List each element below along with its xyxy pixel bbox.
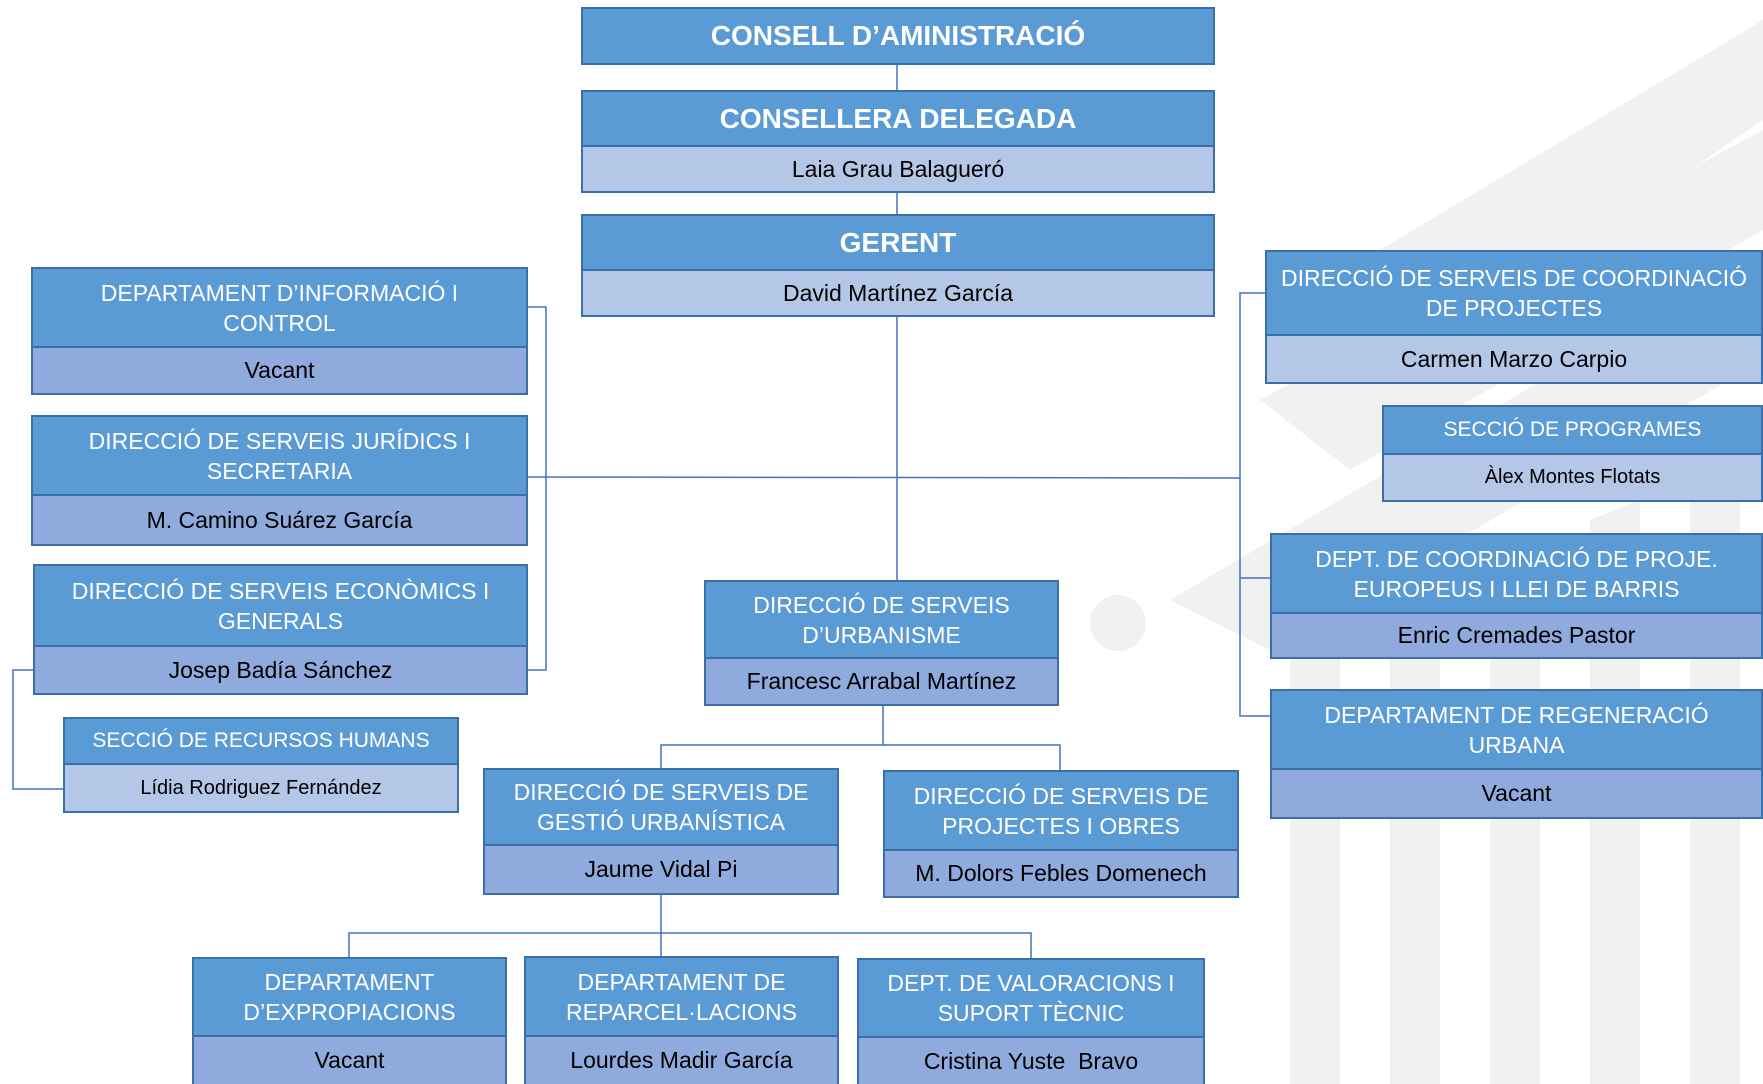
node-person: Vacant	[31, 348, 528, 395]
node-dir-urbanisme: DIRECCIÓ DE SERVEIS D’URBANISME Francesc…	[704, 580, 1059, 706]
node-title: DEPT. DE COORDINACIÓ DE PROJE. EUROPEUS …	[1270, 533, 1763, 614]
node-consell: CONSELL D’AMINISTRACIÓ	[581, 7, 1215, 65]
node-title: SECCIÓ DE PROGRAMES	[1382, 405, 1763, 455]
node-person: Lourdes Madir García	[524, 1037, 839, 1084]
connector-left-bracket	[527, 306, 547, 671]
node-person: David Martínez García	[581, 271, 1215, 317]
node-gerent: GERENT David Martínez García	[581, 214, 1215, 317]
node-person: Josep Badía Sánchez	[33, 647, 528, 695]
node-title: DIRECCIÓ DE SERVEIS D’URBANISME	[704, 580, 1059, 659]
node-dir-gestio: DIRECCIÓ DE SERVEIS DE GESTIÓ URBANÍSTIC…	[483, 768, 839, 895]
connector-gestio-split	[348, 895, 662, 957]
node-title: DIRECCIÓ DE SERVEIS DE PROJECTES I OBRES	[883, 770, 1239, 851]
node-dir-economics: DIRECCIÓ DE SERVEIS ECONÒMICS I GENERALS…	[33, 564, 528, 695]
node-person: Carmen Marzo Carpio	[1265, 336, 1763, 384]
node-person: Vacant	[1270, 770, 1763, 819]
node-seccio-programes: SECCIÓ DE PROGRAMES Àlex Montes Flotats	[1382, 405, 1763, 502]
node-title: DEPT. DE VALORACIONS I SUPORT TÈCNIC	[857, 958, 1205, 1038]
node-title: SECCIÓ DE RECURSOS HUMANS	[63, 717, 459, 765]
node-person: M. Camino Suárez García	[31, 496, 528, 546]
node-person: Francesc Arrabal Martínez	[704, 659, 1059, 706]
connector-horizontal-main	[526, 476, 1241, 479]
node-dir-projectes-obres: DIRECCIÓ DE SERVEIS DE PROJECTES I OBRES…	[883, 770, 1239, 898]
node-dir-coordinacio: DIRECCIÓ DE SERVEIS DE COORDINACIÓ DE PR…	[1265, 250, 1763, 384]
connector-urbanisme-split	[660, 706, 884, 770]
node-title: DEPARTAMENT DE REPARCEL·LACIONS	[524, 956, 839, 1037]
node-person: Lídia Rodriguez Fernández	[63, 765, 459, 813]
node-dept-valoracions: DEPT. DE VALORACIONS I SUPORT TÈCNIC Cri…	[857, 958, 1205, 1084]
node-dept-informacio: DEPARTAMENT D’INFORMACIÓ I CONTROL Vacan…	[31, 267, 528, 395]
node-dir-juridics: DIRECCIÓ DE SERVEIS JURÍDICS I SECRETARI…	[31, 415, 528, 546]
node-person: M. Dolors Febles Domenech	[883, 851, 1239, 898]
node-title: CONSELLERA DELEGADA	[581, 90, 1215, 147]
node-title: DIRECCIÓ DE SERVEIS JURÍDICS I SECRETARI…	[31, 415, 528, 496]
connector-gestio-valoracions	[661, 932, 1032, 958]
node-title: DEPARTAMENT D’INFORMACIÓ I CONTROL	[31, 267, 528, 348]
node-dept-reparcel: DEPARTAMENT DE REPARCEL·LACIONS Lourdes …	[524, 956, 839, 1084]
node-person: Laia Grau Balagueró	[581, 147, 1215, 193]
node-title: DEPARTAMENT DE REGENERACIÓ URBANA	[1270, 689, 1763, 770]
node-person: Jaume Vidal Pi	[483, 846, 839, 895]
node-title: CONSELL D’AMINISTRACIÓ	[581, 7, 1215, 65]
node-title: GERENT	[581, 214, 1215, 271]
node-person: Àlex Montes Flotats	[1382, 455, 1763, 502]
node-title: DIRECCIÓ DE SERVEIS ECONÒMICS I GENERALS	[33, 564, 528, 647]
node-title: DIRECCIÓ DE SERVEIS DE COORDINACIÓ DE PR…	[1265, 250, 1763, 336]
connector-urbanisme-obres	[883, 744, 1061, 770]
node-title: DIRECCIÓ DE SERVEIS DE GESTIÓ URBANÍSTIC…	[483, 768, 839, 846]
node-dept-europeus: DEPT. DE COORDINACIÓ DE PROJE. EUROPEUS …	[1270, 533, 1763, 659]
connector-right-bracket	[1239, 292, 1270, 717]
node-dept-regeneracio: DEPARTAMENT DE REGENERACIÓ URBANA Vacant	[1270, 689, 1763, 819]
node-title: DEPARTAMENT D’EXPROPIACIONS	[192, 957, 507, 1037]
node-dept-expropiacions: DEPARTAMENT D’EXPROPIACIONS Vacant	[192, 957, 507, 1084]
node-seccio-rrhh: SECCIÓ DE RECURSOS HUMANS Lídia Rodrigue…	[63, 717, 459, 813]
node-consellera-delegada: CONSELLERA DELEGADA Laia Grau Balagueró	[581, 90, 1215, 193]
node-person: Enric Cremades Pastor	[1270, 614, 1763, 659]
connector-rrhh	[12, 669, 63, 790]
node-person: Cristina Yuste Bravo	[857, 1038, 1205, 1084]
node-person: Vacant	[192, 1037, 507, 1084]
